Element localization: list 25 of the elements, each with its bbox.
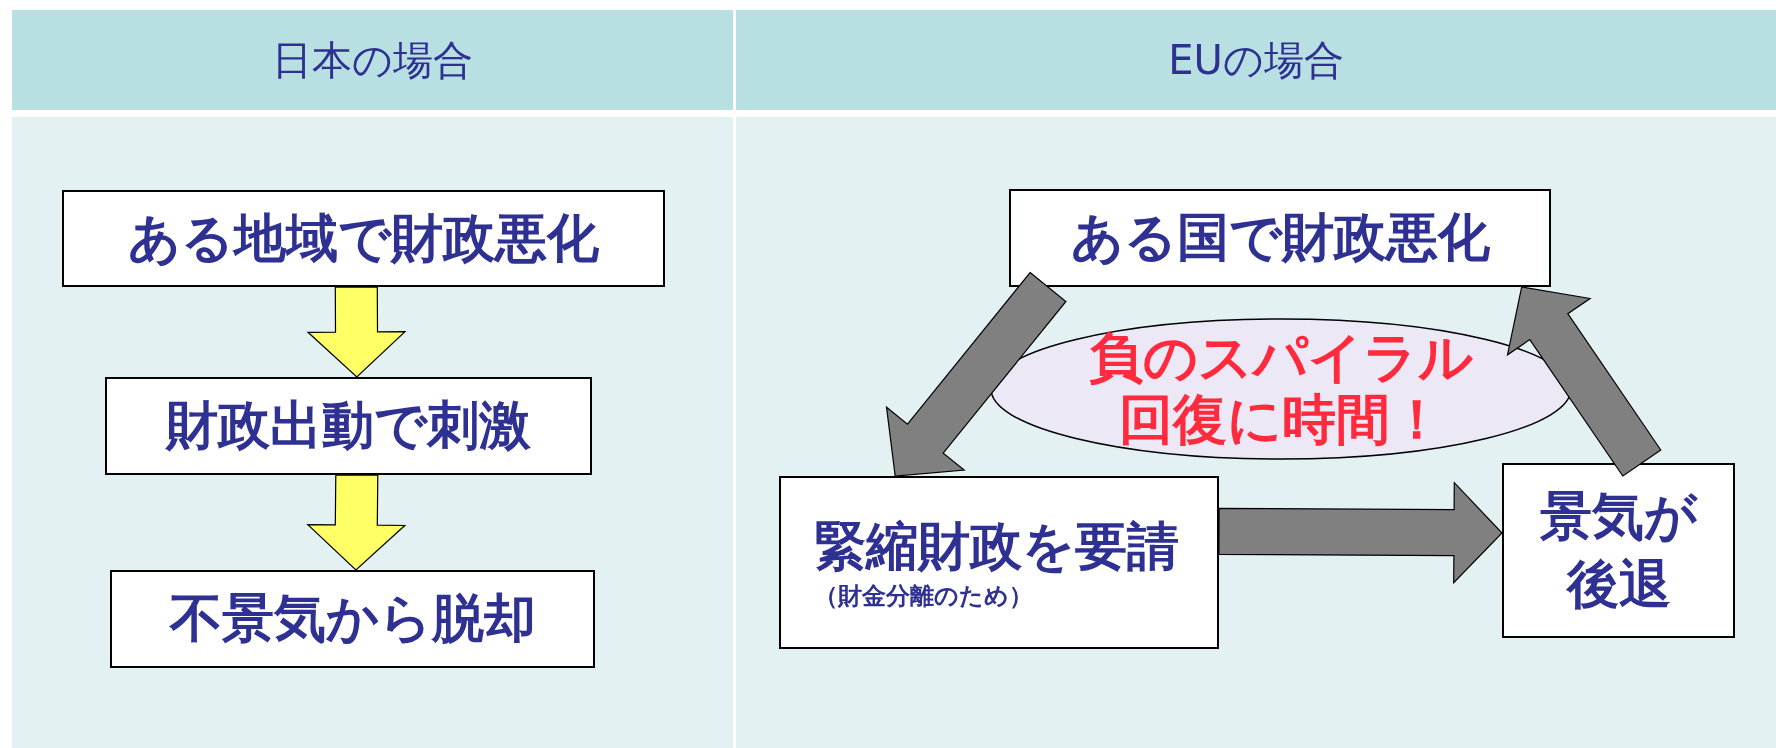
column-heading: 日本の場合	[272, 35, 473, 85]
header-band	[736, 10, 1776, 110]
process-box	[779, 476, 1219, 649]
column-heading: EUの場合	[1168, 35, 1344, 85]
box-text: 財政出動で刺激	[166, 395, 531, 456]
block-arrow	[306, 474, 407, 571]
block-arrow	[1506, 286, 1662, 477]
header-band	[12, 10, 733, 110]
callout-ellipse	[990, 318, 1572, 460]
callout-text: 負のスパイラル	[1089, 326, 1473, 389]
box-text: 不景気から脱却	[169, 588, 536, 649]
box-text: 景気が後退	[1540, 485, 1697, 614]
process-box	[62, 190, 665, 287]
process-box	[1009, 189, 1551, 287]
block-arrow	[306, 286, 407, 378]
note-text: （財金分離のため）	[814, 581, 1033, 610]
process-box	[110, 570, 595, 668]
process-box	[105, 377, 592, 475]
block-arrow	[1218, 481, 1503, 585]
block-arrow	[885, 271, 1067, 477]
callout-text: 回復に時間！	[1118, 389, 1444, 452]
box-text: ある国で財政悪化	[1070, 207, 1490, 268]
box-text: 緊縮財政を要請	[814, 516, 1179, 577]
process-box	[1502, 463, 1735, 638]
box-text: ある地域で財政悪化	[128, 207, 599, 268]
